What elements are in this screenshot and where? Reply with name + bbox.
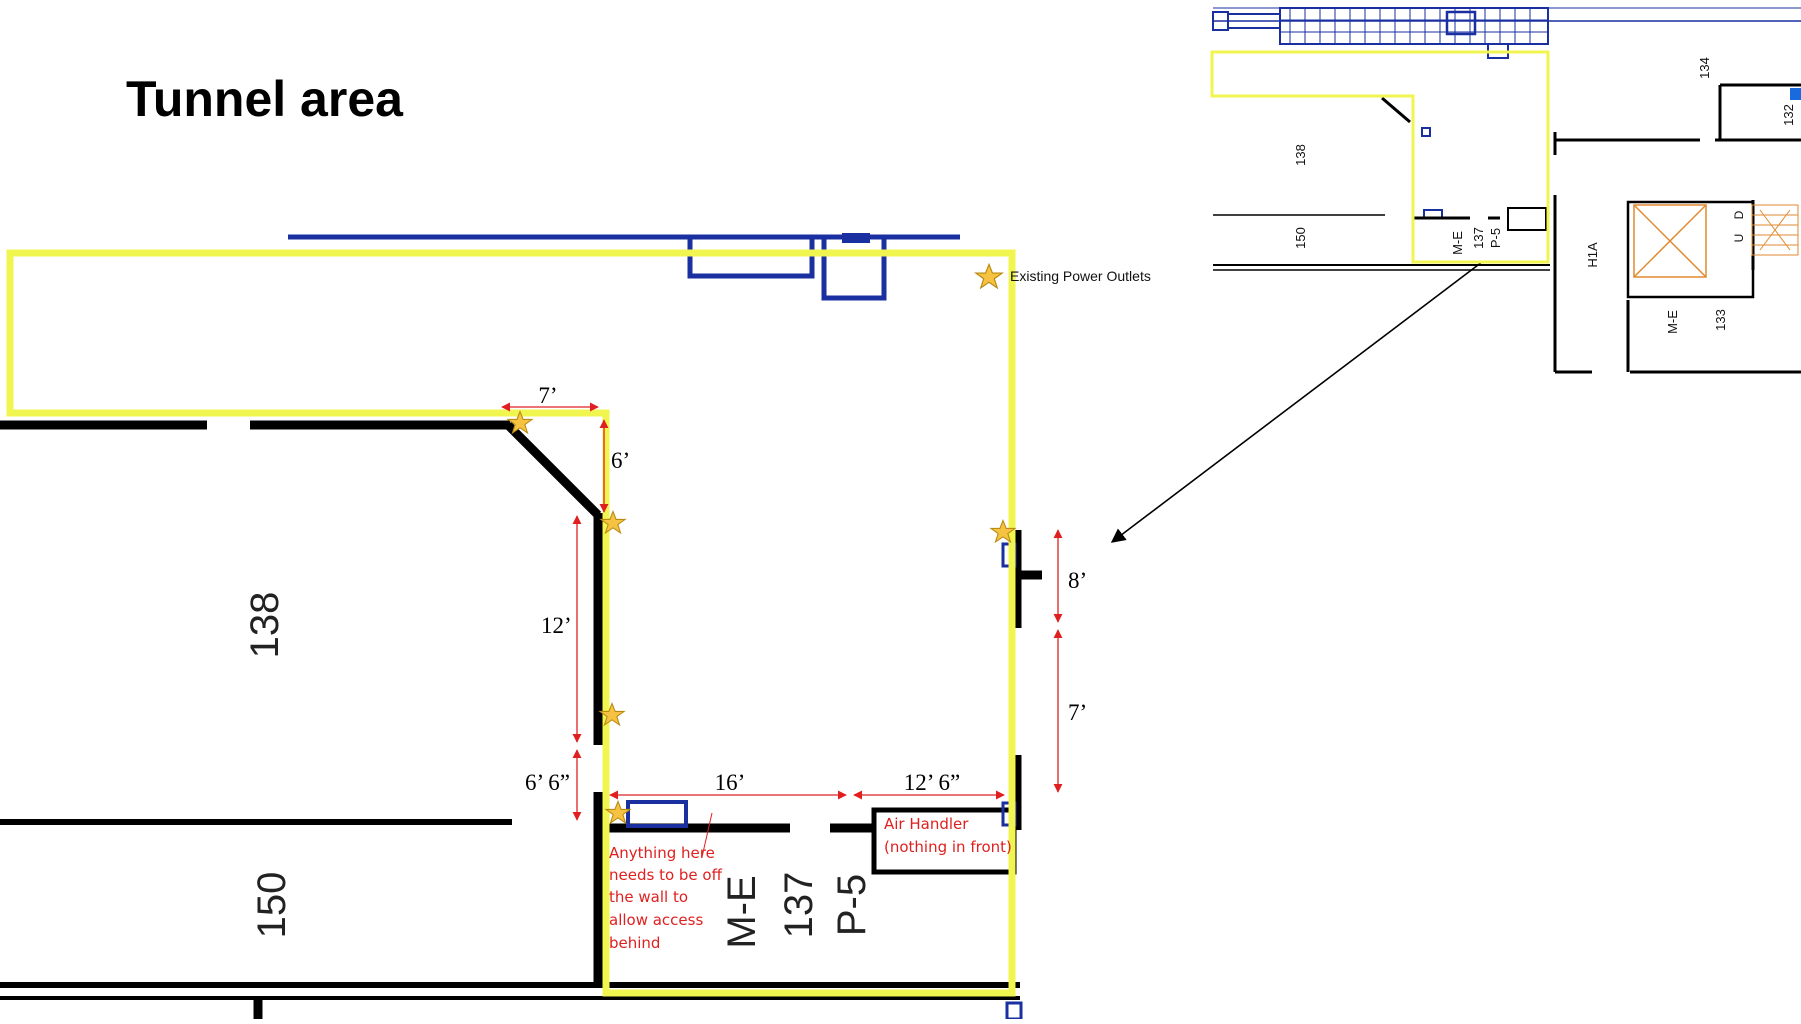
walls (0, 420, 1042, 1019)
blue-unit-left (626, 800, 688, 828)
off-wall-note-line2: needs to be off (609, 866, 723, 884)
inset-label-d: D (1732, 210, 1746, 219)
dim-7ft-top: 7’ (538, 383, 557, 408)
room-label-p5: P-5 (830, 874, 874, 936)
power-outlet-stars (506, 262, 1017, 825)
dim-12ft: 12’ (541, 613, 572, 638)
inset-label-137: 137 (1471, 227, 1486, 249)
room-label-138: 138 (243, 592, 287, 659)
star-icon (973, 262, 1005, 290)
inset-label-h1a: H1A (1585, 242, 1600, 268)
star-icon (506, 410, 534, 435)
star-icon (604, 800, 632, 825)
inset-key-plan: 134 132 138 150 M-E 137 P-5 H1A M-E 133 … (1210, 7, 1801, 374)
inset-label-p5: P-5 (1488, 228, 1503, 248)
dimension-lines (501, 402, 1063, 858)
inset-label-u: U (1732, 234, 1746, 243)
inset-elevator-x (1633, 204, 1707, 278)
star-icon (989, 519, 1017, 544)
air-handler-note-line2: (nothing in front) (884, 838, 1012, 856)
inset-blue-marker (1790, 88, 1801, 100)
inset-label-132: 132 (1781, 104, 1796, 126)
room-label-me: M-E (720, 875, 764, 948)
air-handler-note-line1: Air Handler (884, 815, 969, 833)
inset-label-me: M-E (1450, 231, 1465, 255)
dim-6ft-6in: 6’ 6” (525, 770, 570, 795)
off-wall-note-line1: Anything here (609, 844, 715, 862)
off-wall-note-line5: behind (609, 934, 660, 952)
page-title: Tunnel area (126, 71, 403, 127)
room-label-150: 150 (250, 872, 294, 939)
highlight-outline (6, 249, 1016, 997)
dim-6ft: 6’ (611, 448, 630, 473)
dim-7ft-right: 7’ (1068, 700, 1087, 725)
inset-label-150: 150 (1293, 227, 1308, 249)
inset-highlight-outline (1210, 50, 1550, 264)
blue-unit-bottom (1005, 1001, 1023, 1021)
blue-corridor-structure (288, 233, 960, 301)
off-wall-note-line3: the wall to (609, 888, 688, 906)
room-label-137: 137 (777, 872, 821, 939)
power-outlets-label: Existing Power Outlets (1010, 268, 1151, 284)
inset-label-133: 133 (1713, 309, 1728, 331)
inset-blue-corridor (1212, 7, 1801, 219)
inset-label-138: 138 (1293, 144, 1308, 166)
off-wall-note-line4: allow access (609, 911, 703, 929)
dim-12ft-6in: 12’ 6” (904, 770, 960, 795)
inset-stair (1751, 204, 1799, 256)
inset-label-me2: M-E (1665, 310, 1680, 334)
inset-label-134: 134 (1697, 57, 1712, 79)
pointer-arrow (1110, 261, 1483, 543)
inset-walls (1213, 83, 1801, 374)
dim-16ft: 16’ (715, 770, 746, 795)
star-icon (598, 702, 626, 727)
dim-8ft: 8’ (1068, 568, 1087, 593)
star-icon (599, 510, 627, 535)
